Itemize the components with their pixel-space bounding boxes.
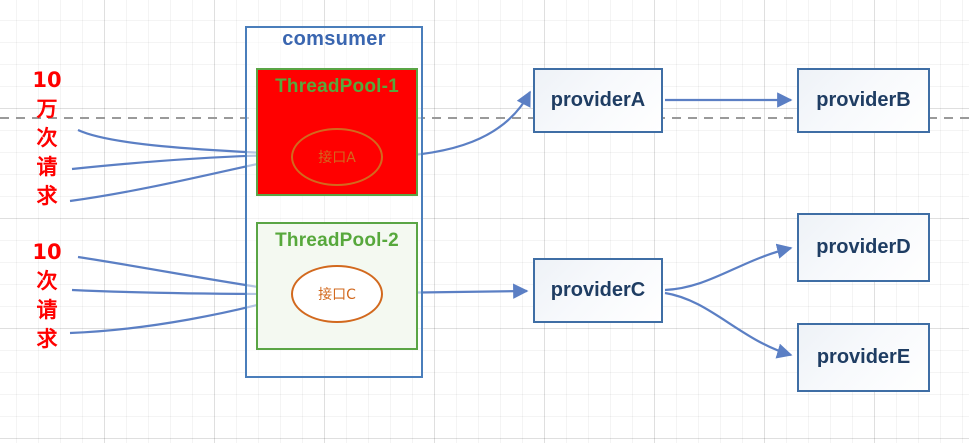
thread-pool-2-title: ThreadPool-2 bbox=[275, 230, 399, 251]
arrow-provider-c-to-provider-d bbox=[664, 243, 793, 292]
request-label-light-char-3: 求 bbox=[36, 327, 58, 351]
provider-a-box: providerA bbox=[533, 68, 663, 133]
request-label-heavy-char-1: 万 bbox=[36, 97, 58, 121]
interface-a-ellipse: 接口A bbox=[291, 128, 383, 186]
provider-c-box: providerC bbox=[533, 258, 663, 323]
request-label-heavy-char-3: 请 bbox=[36, 155, 58, 179]
interface-c-ellipse: 接口C bbox=[291, 265, 383, 323]
provider-e-box: providerE bbox=[797, 323, 930, 392]
thread-pool-1-title: ThreadPool-1 bbox=[275, 76, 399, 97]
request-label-light-char-0: 10 bbox=[32, 240, 62, 264]
request-label-heavy-char-0: 10 bbox=[32, 68, 62, 92]
request-label-light: 10 次 请 求 bbox=[30, 238, 64, 354]
arrow-provider-c-to-provider-e bbox=[664, 291, 793, 359]
provider-b-box: providerB bbox=[797, 68, 930, 133]
request-label-light-char-2: 请 bbox=[36, 298, 58, 322]
consumer-title: comsumer bbox=[282, 28, 386, 50]
request-label-heavy: 10 万 次 请 求 bbox=[30, 66, 64, 211]
request-label-heavy-char-4: 求 bbox=[36, 184, 58, 208]
request-label-light-char-1: 次 bbox=[36, 269, 58, 293]
provider-d-box: providerD bbox=[797, 213, 930, 282]
request-label-heavy-char-2: 次 bbox=[36, 126, 58, 150]
